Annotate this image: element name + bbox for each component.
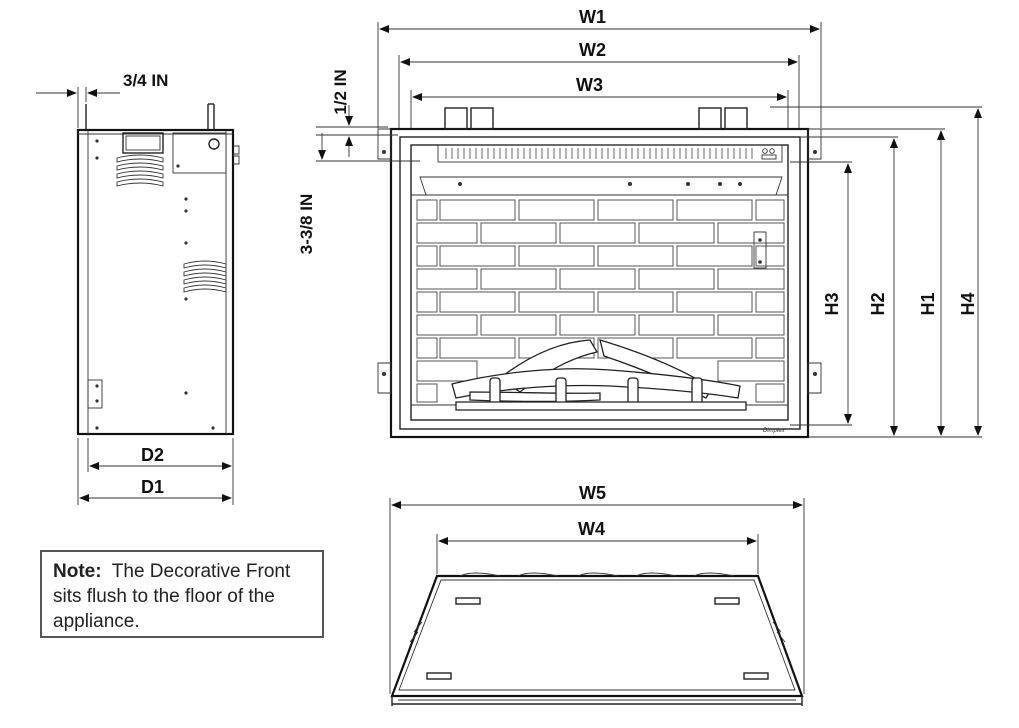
top-body-outline <box>390 574 804 698</box>
note-label: Note: <box>53 561 102 582</box>
w5-label: W5 <box>579 483 606 503</box>
note-box: Note: The Decorative Front sits flush to… <box>40 550 324 638</box>
top-gap-label: 1/2 IN <box>331 69 350 114</box>
note-text: The Decorative Front sits flush to the f… <box>53 561 291 632</box>
w1-label: W1 <box>579 7 606 27</box>
brick-wall <box>416 199 785 403</box>
w4-label: W4 <box>578 519 605 539</box>
front-trim-outline <box>389 127 810 439</box>
top-connectors <box>459 572 735 577</box>
side-offset-label: 3/4 IN <box>123 71 168 90</box>
d2-label: D2 <box>141 445 164 465</box>
front-view: Dimplex W1 W2 W3 1/2 IN 3-3/8 IN <box>297 7 982 439</box>
trim-depth-label: 3-3/8 IN <box>297 194 316 254</box>
h1-label: H1 <box>918 292 938 315</box>
louver-slats <box>445 148 753 159</box>
h2-label: H2 <box>868 292 888 315</box>
front-louver <box>437 144 783 163</box>
side-view: 3/4 IN D2 D1 <box>36 71 240 505</box>
svg-text:Dimplex: Dimplex <box>763 428 786 434</box>
w3-label: W3 <box>576 75 603 95</box>
side-vents-middle <box>183 260 227 293</box>
front-top-connectors <box>444 107 748 130</box>
w2-label: W2 <box>579 40 606 60</box>
side-screws <box>95 139 215 430</box>
log-set <box>451 339 747 411</box>
h4-label: H4 <box>958 292 978 315</box>
side-control-panel <box>122 132 164 154</box>
top-view: W5 W4 <box>389 483 805 706</box>
h3-label: H3 <box>822 292 842 315</box>
side-body-outline <box>76 128 235 436</box>
side-vents-top <box>116 154 164 187</box>
d1-label: D1 <box>141 477 164 497</box>
side-junction-box <box>172 132 227 174</box>
